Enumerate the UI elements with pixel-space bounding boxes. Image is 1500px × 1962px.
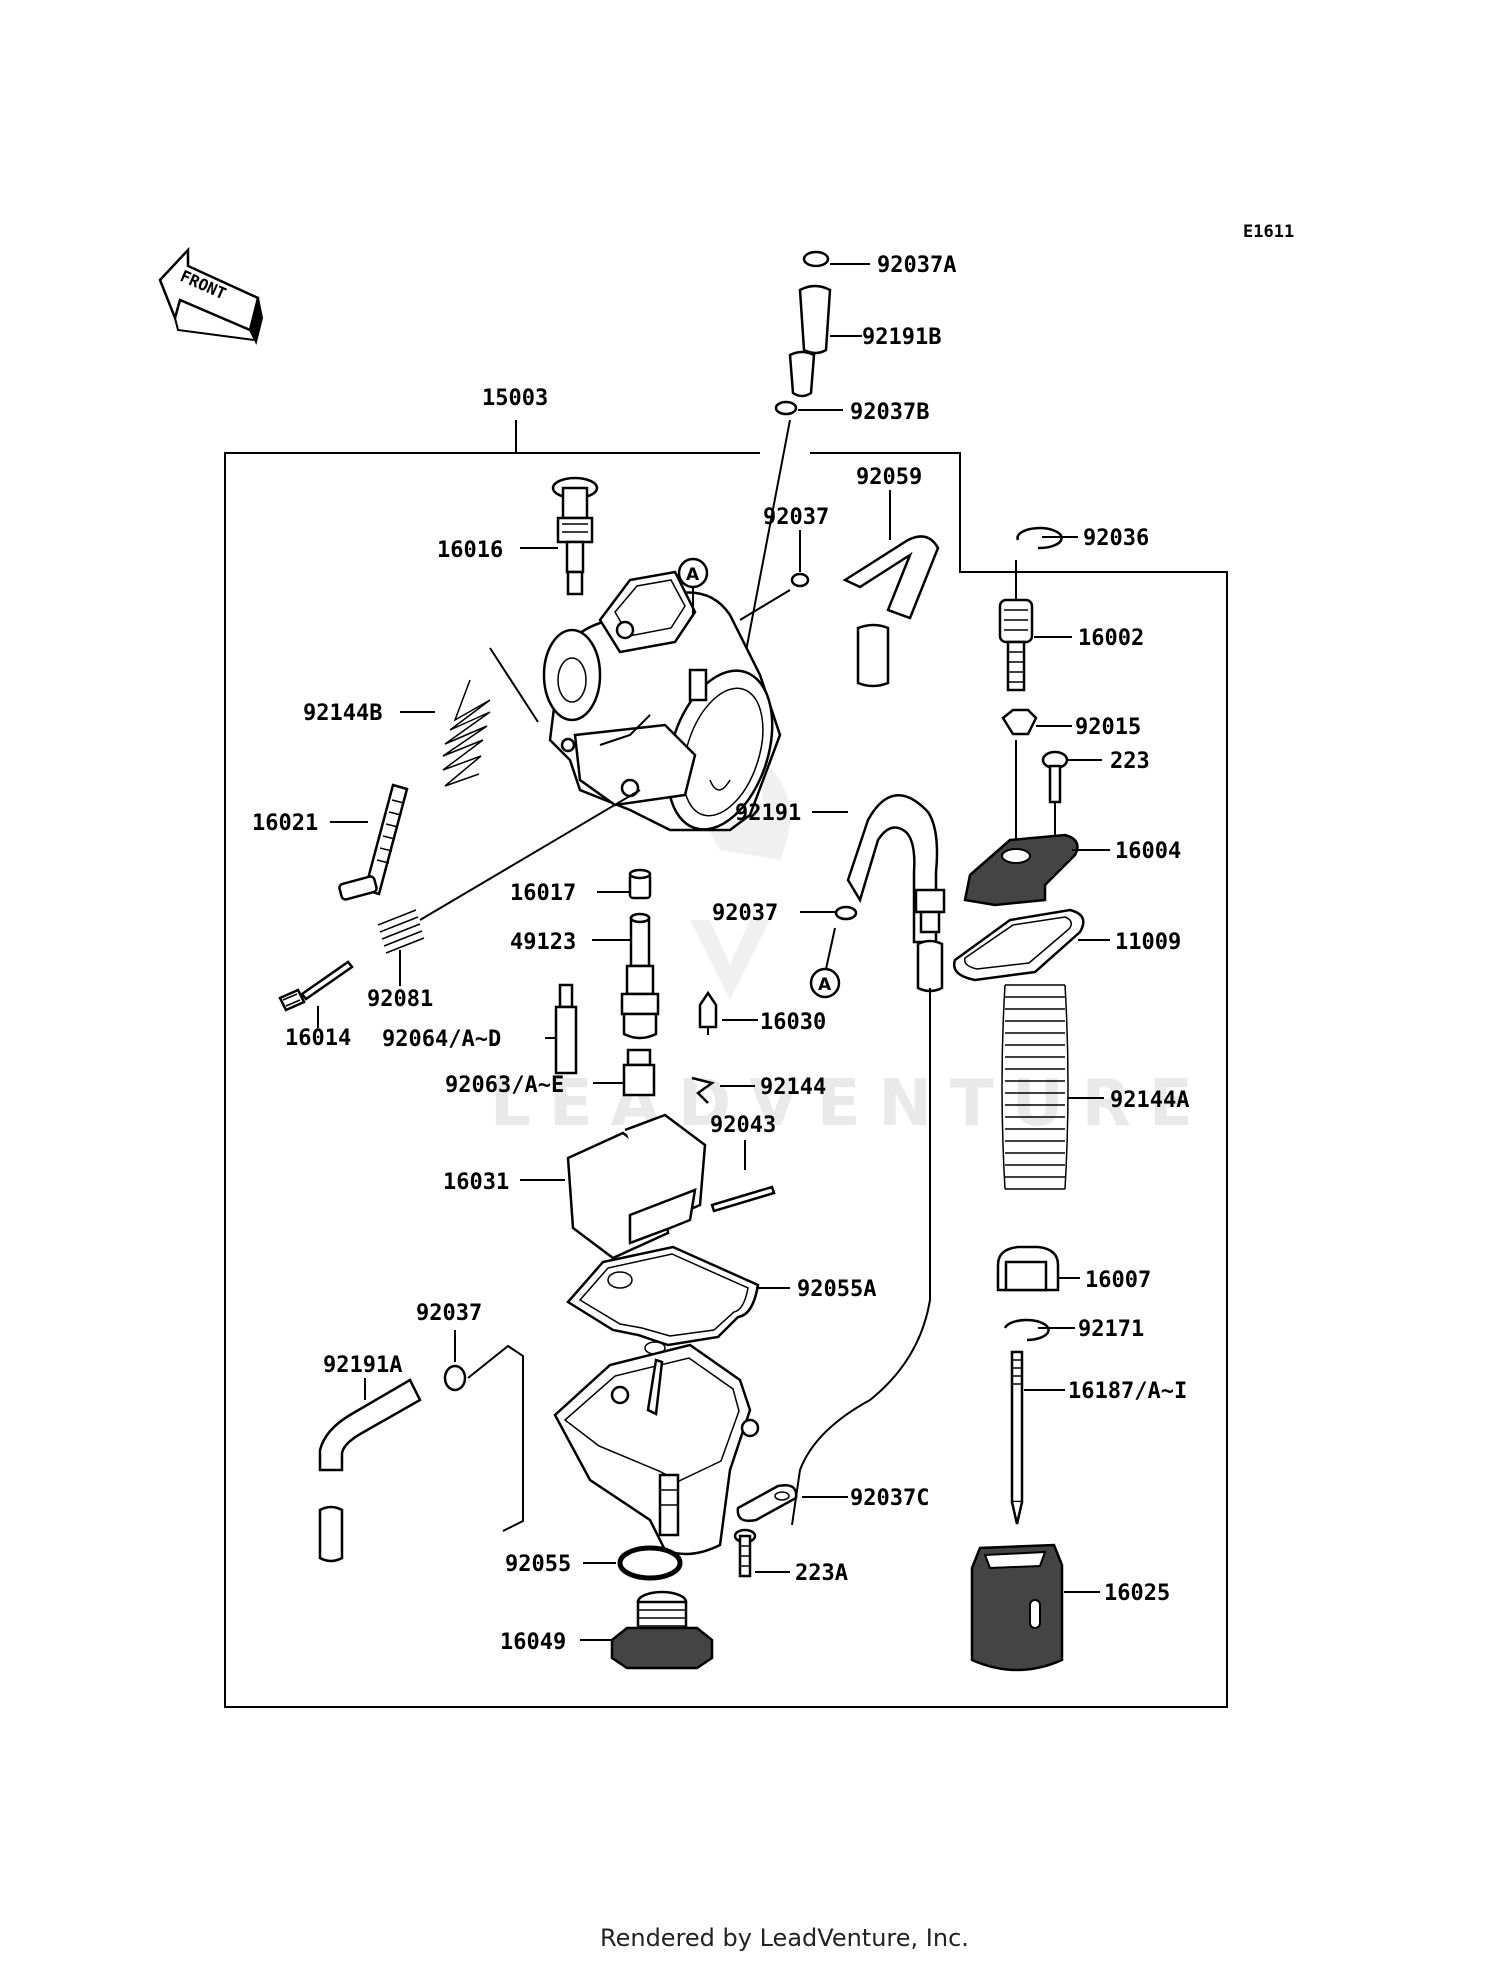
ref-marker-top: A	[677, 557, 709, 615]
part-16016: 16016	[437, 476, 599, 596]
label-16025: 16025	[1104, 1581, 1170, 1606]
label-11009: 11009	[1115, 930, 1181, 955]
part-92171: 92171	[1003, 1317, 1144, 1342]
part-16002: 16002	[998, 560, 1144, 692]
label-92036: 92036	[1083, 526, 1149, 551]
part-16030: 16030	[698, 990, 826, 1035]
part-92037C: 92037C	[736, 1484, 929, 1522]
label-92144: 92144	[760, 1075, 826, 1100]
part-49123: 49123	[510, 912, 660, 1040]
label-92037-top: 92037	[763, 505, 829, 530]
label-92144A: 92144A	[1110, 1088, 1189, 1113]
label-16004: 16004	[1115, 839, 1181, 864]
label-16016: 16016	[437, 538, 503, 563]
footer-credit: Rendered by LeadVenture, Inc.	[600, 1924, 969, 1952]
part-92144A: 92144A	[1001, 984, 1189, 1190]
watermark-text: LEADVENTURE	[490, 1067, 1211, 1141]
part-16004: 16004	[963, 740, 1181, 907]
watermark: LEADVENTURE	[490, 740, 1211, 1141]
part-16014: 16014	[278, 960, 354, 1051]
label-92037A: 92037A	[877, 253, 956, 278]
label-92191B: 92191B	[862, 325, 941, 350]
label-15003: 15003	[482, 386, 548, 411]
part-92144: 92144	[691, 1075, 826, 1104]
label-16021: 16021	[252, 811, 318, 836]
diagram-code: E1611	[1243, 222, 1294, 242]
part-92015: 92015	[1001, 708, 1141, 740]
part-92055: 92055	[505, 1545, 683, 1581]
label-92059: 92059	[856, 465, 922, 490]
float-bowl	[553, 1343, 760, 1556]
label-92055: 92055	[505, 1552, 571, 1577]
label-92081: 92081	[367, 987, 433, 1012]
label-92037B: 92037B	[850, 400, 929, 425]
part-92037-low: 92037	[416, 1301, 524, 1532]
label-16030: 16030	[760, 1010, 826, 1035]
label-92037-mid: 92037	[712, 901, 778, 926]
label-16007: 16007	[1085, 1268, 1151, 1293]
label-92063: 92063/A~E	[445, 1073, 564, 1098]
part-11009: 11009	[952, 908, 1181, 982]
label-92191: 92191	[735, 801, 801, 826]
front-arrow-icon: FRONT	[158, 246, 264, 345]
label-16049: 16049	[500, 1630, 566, 1655]
part-92043: 92043	[710, 1113, 776, 1213]
part-16007: 16007	[996, 1245, 1151, 1293]
label-92037-low: 92037	[416, 1301, 482, 1326]
part-92191B: 92191B	[788, 284, 941, 398]
label-223A: 223A	[795, 1561, 848, 1586]
part-92191: 92191	[735, 794, 946, 1526]
part-92037-mid: 92037	[712, 901, 858, 926]
part-92063: 92063/A~E	[445, 1048, 656, 1098]
part-92036: 92036	[1016, 526, 1149, 551]
label-92015: 92015	[1075, 715, 1141, 740]
part-16187: 16187/A~I	[1010, 1350, 1187, 1525]
part-16021: 16021	[252, 783, 409, 901]
part-92037-top: 92037	[739, 505, 829, 621]
carburetor-body	[542, 570, 782, 832]
label-92037C: 92037C	[850, 1486, 929, 1511]
label-92171: 92171	[1078, 1317, 1144, 1342]
part-92059: 92059	[842, 465, 940, 688]
part-16049: 16049	[500, 1590, 714, 1670]
part-16025: 16025	[970, 1543, 1170, 1672]
label-92043: 92043	[710, 1113, 776, 1138]
part-92081: 92081	[367, 789, 641, 1012]
part-223: 223	[1041, 749, 1150, 804]
part-92064: 92064/A~D	[382, 983, 578, 1075]
ref-marker-top-letter: A	[686, 565, 700, 585]
part-92191A: 92191A	[318, 1353, 422, 1563]
label-16031: 16031	[443, 1170, 509, 1195]
label-92144B: 92144B	[303, 701, 382, 726]
part-16031: 16031	[443, 1113, 707, 1260]
label-49123: 49123	[510, 930, 576, 955]
label-92064: 92064/A~D	[382, 1027, 501, 1052]
part-92055A: 92055A	[566, 1245, 876, 1355]
part-223A: 223A	[733, 1528, 848, 1586]
label-16002: 16002	[1078, 626, 1144, 651]
part-16017: 16017	[510, 868, 652, 906]
label-223: 223	[1110, 749, 1150, 774]
label-16014: 16014	[285, 1026, 351, 1051]
ref-marker-mid: A	[809, 927, 841, 999]
assembly-bracket: 15003	[224, 386, 1228, 1708]
label-92055A: 92055A	[797, 1277, 876, 1302]
ref-marker-mid-letter: A	[818, 975, 832, 995]
part-92037A: 92037A	[802, 250, 956, 278]
label-92191A: 92191A	[323, 1353, 402, 1378]
part-92037B: 92037B	[741, 400, 929, 673]
label-16187: 16187/A~I	[1068, 1379, 1187, 1404]
part-92144B: 92144B	[303, 647, 539, 787]
label-16017: 16017	[510, 881, 576, 906]
